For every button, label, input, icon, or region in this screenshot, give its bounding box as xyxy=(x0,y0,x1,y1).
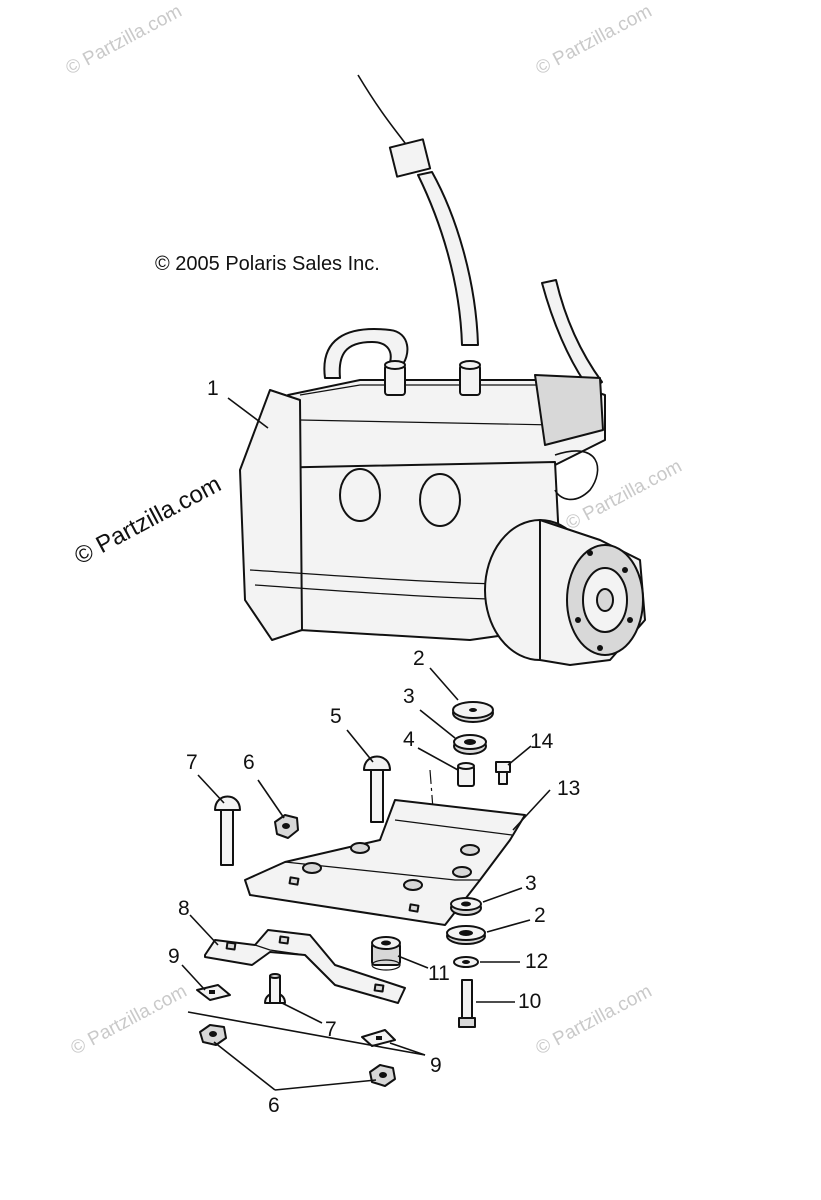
copyright-notice: © 2005 Polaris Sales Inc. xyxy=(155,253,380,275)
callout-6-lower: 6 xyxy=(268,1094,280,1117)
watermark-side: © Partzilla.com xyxy=(70,471,225,571)
part-11-rubber-bushing xyxy=(371,936,401,971)
part-7-carriage-bolt-upper xyxy=(214,795,241,866)
part-14-bolt xyxy=(495,761,511,785)
part-6-nut-lower-left xyxy=(199,1024,227,1046)
callout-3-lower: 3 xyxy=(525,872,537,895)
callout-9-lower: 9 xyxy=(430,1054,442,1077)
callout-9-upper: 9 xyxy=(168,945,180,968)
callout-4: 4 xyxy=(403,728,415,751)
callout-1: 1 xyxy=(207,377,219,400)
part-6-nut-lower-right xyxy=(369,1064,396,1087)
part-4-spacer xyxy=(457,762,475,787)
callout-11: 11 xyxy=(428,962,450,985)
part-3-grommet-lower xyxy=(450,897,482,916)
watermark-mid-right: © Partzilla.com xyxy=(562,456,685,535)
watermark-bottom-left: © Partzilla.com xyxy=(67,981,190,1060)
callout-6-upper: 6 xyxy=(243,751,255,774)
callout-7-lower: 7 xyxy=(325,1018,337,1041)
part-2-washer-top xyxy=(452,701,494,723)
part-12-washer xyxy=(453,956,479,968)
part-8-bracket xyxy=(204,929,406,1004)
callout-8: 8 xyxy=(178,897,190,920)
callout-12: 12 xyxy=(525,950,548,973)
callout-3-top: 3 xyxy=(403,685,415,708)
callout-14: 14 xyxy=(530,730,554,753)
part-10-bolt-long xyxy=(458,979,476,1028)
part-5-carriage-bolt xyxy=(363,755,391,823)
callout-10: 10 xyxy=(518,990,541,1013)
part-9-plate-upper xyxy=(196,984,231,1001)
part-7-carriage-bolt-lower xyxy=(264,973,286,1004)
callout-2-lower: 2 xyxy=(534,904,546,927)
drive-clutch xyxy=(484,519,646,666)
part-6-nut-upper xyxy=(274,814,299,839)
leader-lines xyxy=(181,397,551,1091)
engine-assembly xyxy=(239,74,646,666)
callout-13: 13 xyxy=(557,777,580,800)
part-9-plate-lower xyxy=(361,1029,396,1047)
watermark-top-left: © Partzilla.com xyxy=(62,1,185,80)
part-2-washer-lower xyxy=(446,925,486,945)
part-13-mounting-plate xyxy=(244,799,526,926)
callout-2-top: 2 xyxy=(413,647,425,670)
watermark-top-right: © Partzilla.com xyxy=(532,1,655,80)
callout-5: 5 xyxy=(330,705,342,728)
part-3-grommet-top xyxy=(453,734,487,755)
callout-7-upper: 7 xyxy=(186,751,198,774)
watermark-bottom-right: © Partzilla.com xyxy=(532,981,655,1060)
